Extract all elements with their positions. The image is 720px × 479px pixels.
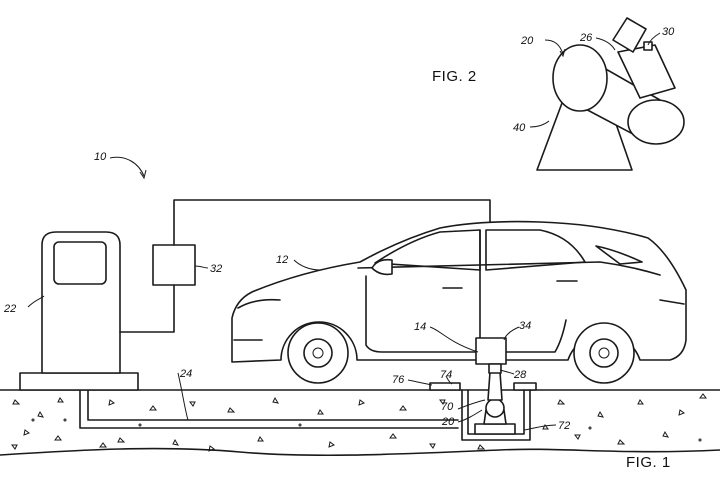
- in-ground-robot: [429, 363, 537, 441]
- robot-base-plate: [474, 423, 516, 435]
- label-28: 28: [513, 369, 527, 381]
- beltline: [357, 261, 661, 276]
- leader-20-fig1: [457, 409, 483, 423]
- dispenser-base: [19, 372, 139, 391]
- leader-32: [194, 265, 209, 269]
- label-22: 22: [3, 303, 16, 315]
- robot-connector: [488, 363, 502, 374]
- label-12: 12: [276, 254, 288, 266]
- robot-shoulder-joint: [552, 44, 608, 112]
- label-72: 72: [558, 420, 570, 432]
- label-30: 30: [662, 26, 675, 38]
- robot-elbow-joint: [627, 99, 685, 145]
- leader-34: [503, 326, 520, 341]
- headlight: [237, 298, 281, 309]
- label-20-fig1: 20: [441, 416, 455, 428]
- label-32: 32: [210, 263, 222, 275]
- fig1-label: FIG. 1: [626, 454, 671, 471]
- fig2-label: FIG. 2: [432, 68, 477, 85]
- rear-hub: [589, 338, 619, 368]
- leader-12: [293, 259, 321, 271]
- cover-plate-left: [429, 382, 461, 391]
- label-26: 26: [579, 32, 593, 44]
- concrete-aggregate: [11, 393, 707, 452]
- ground: [0, 389, 720, 457]
- vehicle: [231, 220, 687, 384]
- robot-upper-segment: [617, 44, 676, 99]
- robot-arm: [487, 371, 503, 401]
- arrow-20-fig2: [559, 48, 566, 58]
- leader-28: [499, 369, 515, 375]
- leader-22: [27, 295, 45, 308]
- leader-72: [523, 424, 557, 431]
- label-74: 74: [440, 369, 452, 381]
- front-window: [374, 229, 481, 271]
- label-10: 10: [94, 151, 107, 163]
- rear-hub-center: [598, 347, 610, 359]
- leader-30: [647, 32, 661, 46]
- underground-conduit-outer: [79, 389, 459, 429]
- pit-outer: [461, 389, 531, 441]
- leader-26: [595, 37, 616, 51]
- leader-20-fig2: [544, 39, 564, 55]
- vehicle-body: [231, 220, 687, 363]
- ground-bottom-edge: [0, 447, 720, 457]
- label-34: 34: [519, 320, 531, 332]
- side-mirror: [371, 258, 393, 276]
- quarter-window: [595, 245, 643, 265]
- vehicle-module-34: [475, 337, 507, 365]
- leader-40: [529, 120, 550, 128]
- fig2-robot: [536, 17, 685, 171]
- front-hub: [303, 338, 333, 368]
- leader-24: [177, 372, 189, 421]
- leader-14: [429, 326, 479, 353]
- wire-dispenser-controller: [119, 284, 175, 333]
- controller-box: [152, 244, 196, 286]
- leader-76: [407, 379, 433, 386]
- robot-sensor: [643, 41, 653, 51]
- leader-70: [457, 399, 486, 410]
- front-door: [365, 275, 481, 353]
- label-14: 14: [414, 321, 426, 333]
- label-70: 70: [441, 401, 454, 413]
- tail-light: [659, 299, 685, 305]
- cover-plate-right: [513, 382, 537, 391]
- robot-joint: [485, 398, 505, 418]
- leader-10: [109, 156, 145, 177]
- label-40: 40: [513, 122, 526, 134]
- robot-nozzle: [612, 17, 647, 53]
- rear-door: [479, 229, 567, 353]
- leader-74: [445, 375, 453, 385]
- front-hub-center: [312, 347, 324, 359]
- dispenser-screen: [53, 241, 107, 285]
- fuel-dispenser: [19, 231, 139, 391]
- label-20-fig2: 20: [520, 35, 534, 47]
- arrow-10: [139, 169, 147, 180]
- label-76: 76: [392, 374, 405, 386]
- label-24: 24: [179, 368, 192, 380]
- underground-conduit-inner: [87, 389, 459, 421]
